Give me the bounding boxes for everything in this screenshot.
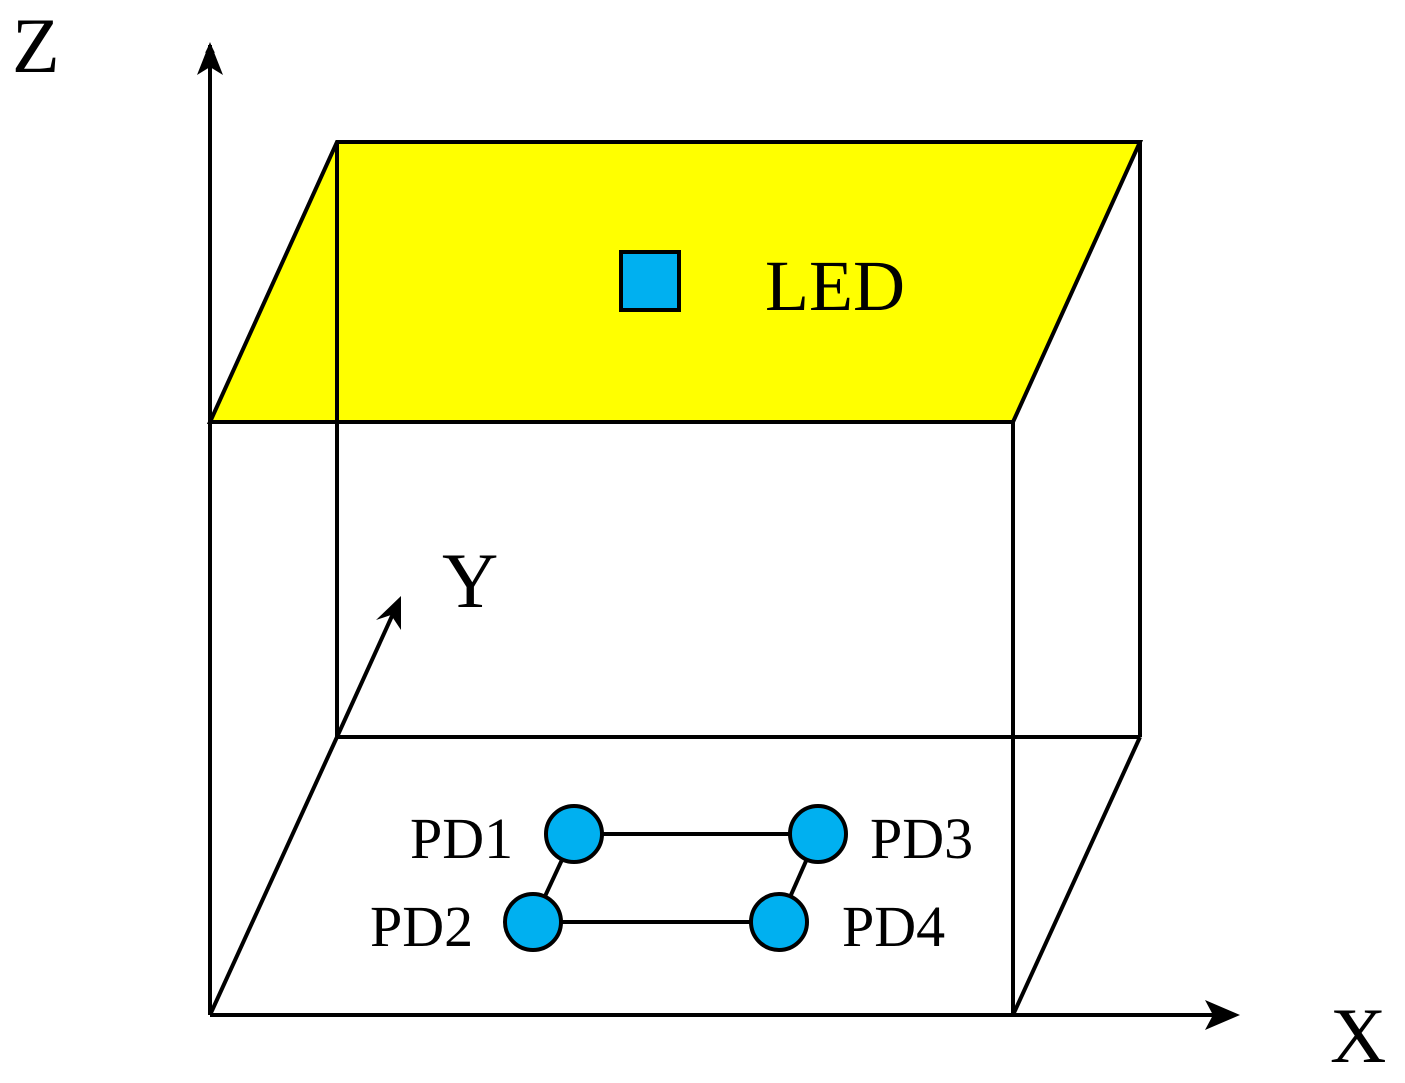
pd3-label: PD3 bbox=[870, 806, 973, 871]
z-arrowhead bbox=[197, 42, 223, 75]
pd1-dot bbox=[544, 804, 604, 864]
x-arrowhead bbox=[1205, 1000, 1240, 1030]
pd4-label: PD4 bbox=[842, 894, 945, 959]
y-arrowhead bbox=[376, 596, 401, 630]
coordinate-axes bbox=[197, 42, 1240, 1030]
y-axis bbox=[335, 604, 399, 738]
photodiodes bbox=[503, 804, 848, 952]
pd3-dot bbox=[788, 804, 848, 864]
x-axis-label: X bbox=[1330, 992, 1386, 1079]
z-axis-label: Z bbox=[12, 2, 60, 89]
led-square-icon bbox=[619, 250, 681, 312]
room-box bbox=[208, 142, 1142, 1016]
pd1-label: PD1 bbox=[410, 806, 513, 871]
pd2-dot bbox=[503, 892, 563, 952]
pd4-dot bbox=[749, 892, 809, 952]
led-label: LED bbox=[765, 246, 905, 326]
pd2-label: PD2 bbox=[370, 894, 473, 959]
y-axis-label: Y bbox=[442, 537, 498, 624]
